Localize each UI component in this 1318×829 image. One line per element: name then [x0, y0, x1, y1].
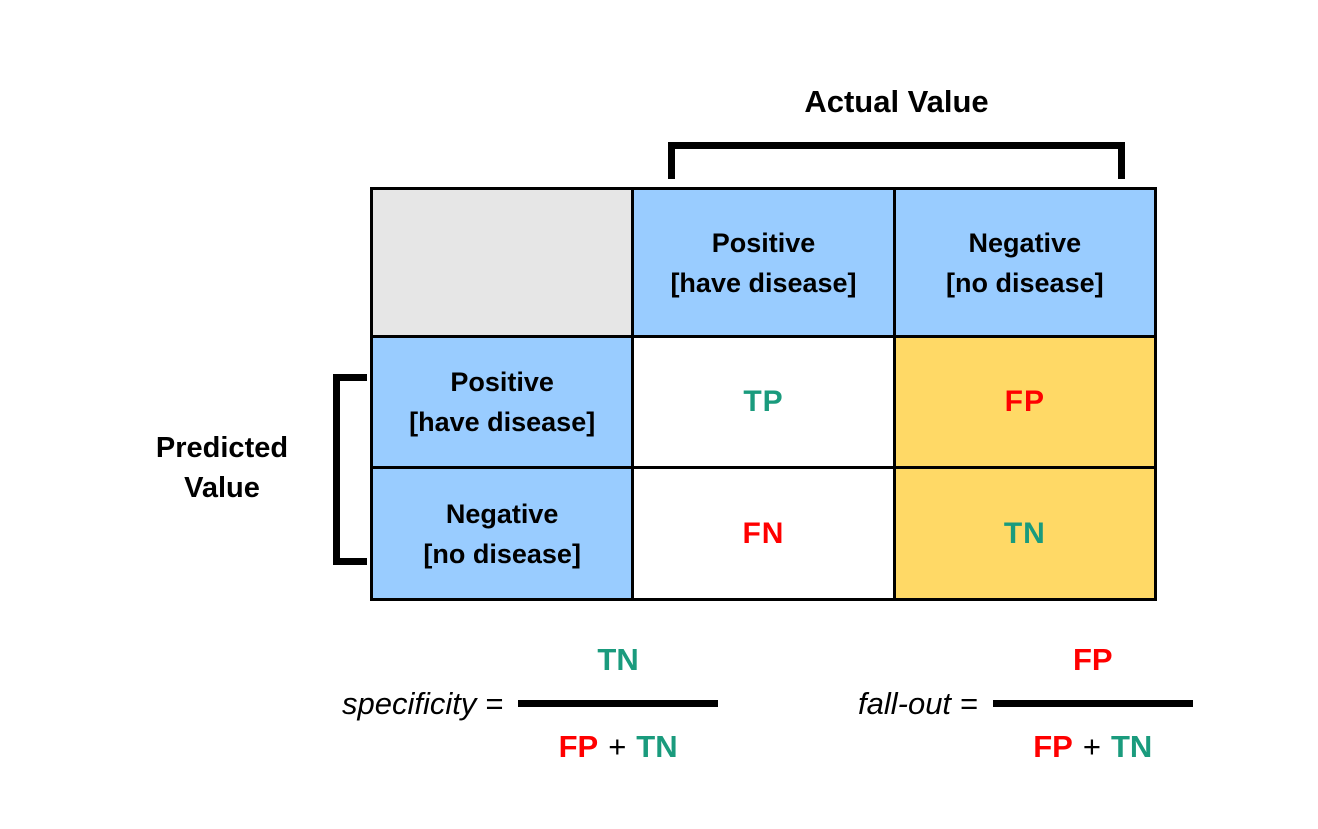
row-header-positive-line2: [have disease] — [409, 407, 596, 437]
row-header-positive-line1: Positive — [450, 367, 554, 397]
column-header-negative-line2: [no disease] — [946, 267, 1104, 298]
row-header-positive: Positive [have disease] — [369, 335, 635, 469]
fp-label: FP — [1004, 385, 1045, 418]
fallout-formula: fall-out = FP FP + TN — [858, 642, 1193, 765]
predicted-positive-row: Positive [have disease] TP FP — [369, 335, 1158, 469]
specificity-denominator: FP + TN — [559, 729, 678, 765]
specificity-plus-sign: + — [608, 729, 627, 764]
corner-cell — [369, 187, 635, 338]
specificity-numerator-tn: TN — [597, 642, 639, 677]
true-negative-cell: TN — [892, 466, 1158, 601]
predicted-value-label: Predicted Value — [122, 428, 322, 508]
column-header-negative: Negative [no disease] — [892, 187, 1158, 338]
confusion-matrix-table: Positive [have disease] Negative [no dis… — [369, 187, 1158, 601]
true-positive-cell: TP — [631, 335, 896, 469]
fallout-numerator-fp: FP — [1072, 642, 1113, 677]
specificity-numerator: TN — [597, 642, 638, 678]
actual-value-label: Actual Value — [804, 84, 989, 119]
predicted-value-line2: Value — [184, 472, 260, 504]
specificity-fraction-bar — [518, 700, 719, 707]
fallout-denominator-fp: FP — [1033, 729, 1073, 764]
column-header-positive-line2: [have disease] — [670, 267, 857, 298]
tn-label: TN — [1003, 516, 1046, 550]
column-header-positive: Positive [have disease] — [631, 187, 896, 338]
actual-value-bracket — [668, 142, 1125, 179]
fallout-numerator: FP — [1073, 642, 1113, 678]
header-row: Positive [have disease] Negative [no dis… — [369, 187, 1158, 338]
predicted-value-bracket — [333, 374, 367, 565]
specificity-formula: specificity = TN FP + TN — [342, 642, 719, 765]
fallout-formula-label: fall-out = — [858, 685, 978, 721]
fn-label: FN — [742, 516, 785, 550]
specificity-denominator-fp: FP — [558, 729, 599, 764]
fallout-denominator: FP + TN — [1033, 729, 1152, 765]
specificity-formula-label: specificity = — [342, 685, 504, 721]
fallout-fraction: FP FP + TN — [992, 642, 1193, 765]
false-negative-cell: FN — [631, 466, 896, 601]
specificity-denominator-tn: TN — [636, 729, 678, 764]
fallout-fraction-bar — [992, 700, 1193, 707]
row-header-negative: Negative [no disease] — [369, 466, 635, 601]
row-header-negative-line2: [no disease] — [423, 538, 581, 569]
tp-label: TP — [743, 385, 784, 418]
fallout-denominator-tn: TN — [1110, 729, 1153, 764]
specificity-fraction: TN FP + TN — [518, 642, 719, 765]
fallout-plus-sign: + — [1082, 729, 1101, 764]
predicted-value-line1: Predicted — [155, 432, 289, 464]
predicted-negative-row: Negative [no disease] FN TN — [369, 466, 1158, 601]
column-header-positive-line1: Positive — [711, 227, 816, 258]
column-header-negative-line1: Negative — [968, 227, 1082, 258]
row-header-negative-line1: Negative — [445, 498, 559, 529]
false-positive-cell: FP — [892, 335, 1158, 469]
